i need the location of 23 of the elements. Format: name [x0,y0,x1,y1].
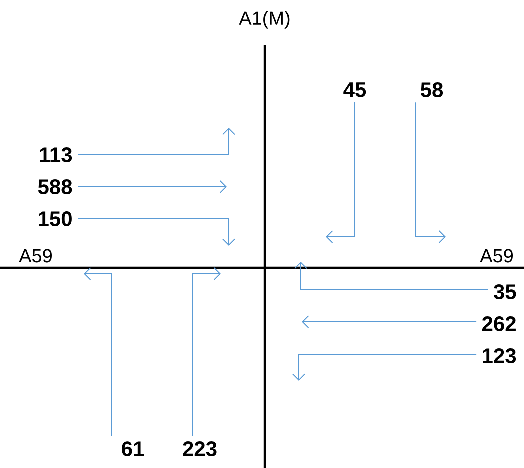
turn-arrow [292,354,478,381]
road-label: A59 [19,249,52,263]
count-label: 61 [122,442,144,456]
count-label: 123 [483,348,516,364]
turn-arrow [416,102,446,244]
count-label: 45 [344,82,366,98]
turn-arrow [294,262,489,290]
road-label: A59 [480,249,513,263]
turn-arrow [302,316,478,328]
turn-arrow [78,128,236,156]
count-label: 588 [38,180,72,194]
count-label: 113 [40,148,72,162]
turn-arrow [78,218,236,246]
count-label: 58 [420,82,444,98]
turn-arrow [326,102,356,244]
road-label: A1(M) [239,11,290,29]
count-label: 223 [183,442,217,456]
count-label: 150 [39,212,72,226]
turn-arrow [78,180,227,194]
turn-arrow [192,268,221,437]
count-label: 262 [482,316,516,332]
turn-arrow [84,268,112,437]
count-label: 35 [494,284,516,300]
